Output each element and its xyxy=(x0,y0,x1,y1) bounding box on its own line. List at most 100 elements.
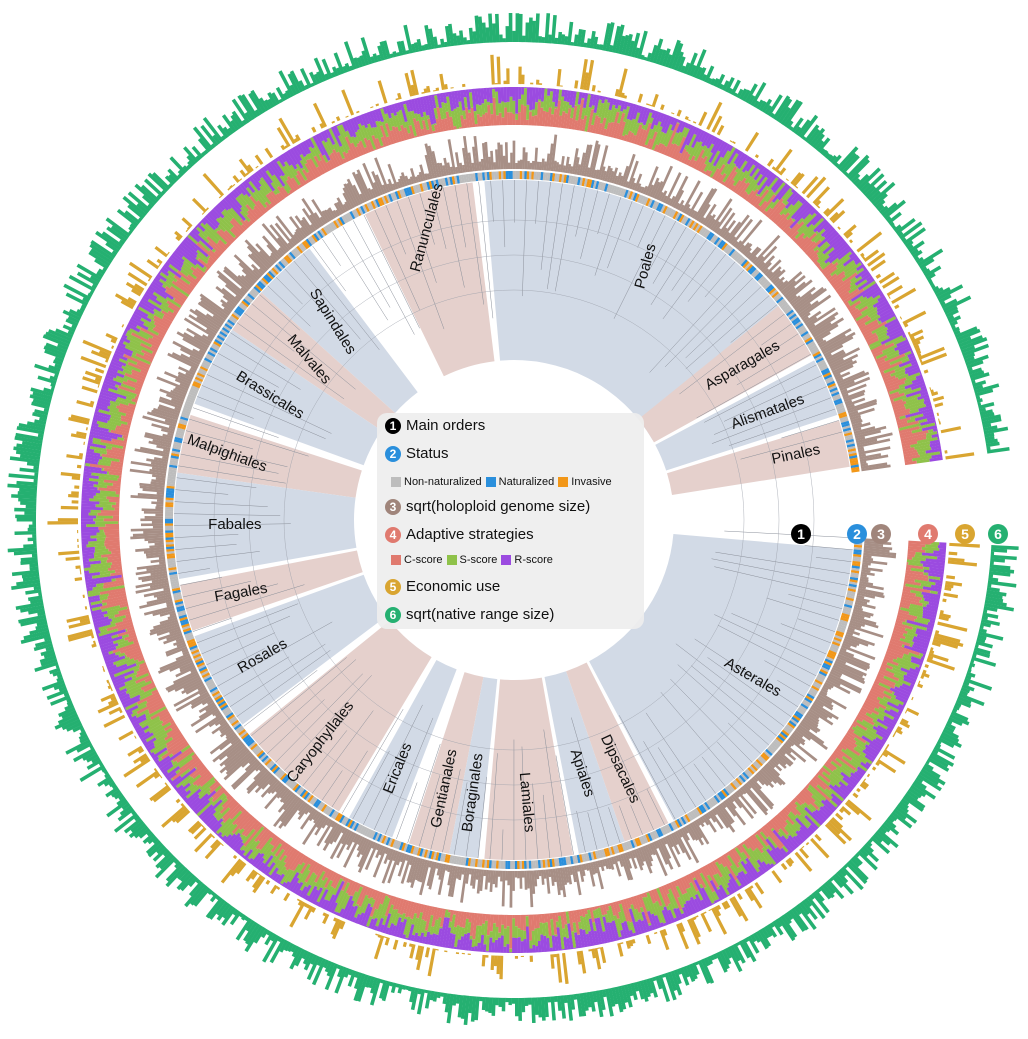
status-cell xyxy=(788,720,797,727)
status-cell xyxy=(798,326,807,334)
status-cell xyxy=(576,854,581,864)
status-cell xyxy=(227,319,236,326)
genome-bar xyxy=(151,520,164,524)
status-cell xyxy=(661,826,668,835)
c-score-bar xyxy=(753,832,758,836)
genome-bar xyxy=(399,175,406,188)
status-cell xyxy=(167,562,176,566)
economic-bar xyxy=(375,933,379,936)
c-score-bar xyxy=(797,792,811,806)
status-cell xyxy=(676,213,683,222)
order-sector xyxy=(484,677,574,860)
status-cell xyxy=(220,704,229,711)
genome-bar xyxy=(517,160,521,170)
genome-bar xyxy=(293,233,301,243)
status-cell xyxy=(233,723,242,731)
genome-bar xyxy=(687,823,699,841)
genome-bar xyxy=(823,683,832,690)
c-score-bar xyxy=(517,112,521,126)
status-cell xyxy=(238,728,246,736)
genome-bar xyxy=(150,481,165,486)
status-cell xyxy=(592,851,597,860)
status-cell xyxy=(822,372,832,378)
genome-bar xyxy=(666,835,674,848)
status-cell xyxy=(196,372,206,378)
status-cell xyxy=(173,594,182,599)
economic-bar xyxy=(490,955,495,971)
status-cell xyxy=(686,812,693,822)
r-score-bar xyxy=(910,659,923,666)
s-score-bar xyxy=(497,932,502,938)
status-cell xyxy=(339,216,346,225)
status-cell xyxy=(817,361,827,368)
status-cell xyxy=(578,854,583,863)
tree-branch xyxy=(251,657,347,737)
genome-bar xyxy=(158,556,166,560)
s-score-bar xyxy=(813,800,822,809)
r-score-bar xyxy=(925,558,946,564)
c-score-bar xyxy=(525,119,529,126)
status-cell xyxy=(337,217,344,227)
tree-branch xyxy=(685,286,762,359)
r-score-bar xyxy=(900,667,919,677)
genome-bar xyxy=(841,383,867,396)
r-score-bar xyxy=(872,738,884,748)
status-cell xyxy=(447,177,451,186)
status-cell xyxy=(569,855,574,865)
genome-bar xyxy=(333,202,343,216)
genome-bar xyxy=(602,170,607,181)
c-score-bar xyxy=(899,601,911,607)
c-score-bar xyxy=(766,822,774,830)
c-score-bar xyxy=(782,808,790,816)
status-cell xyxy=(209,686,218,693)
genome-bar xyxy=(356,835,364,846)
genome-bar xyxy=(839,376,871,392)
genome-bar xyxy=(721,801,727,809)
s-score-bar xyxy=(816,784,833,800)
economic-bar xyxy=(917,683,924,689)
genome-bar xyxy=(736,219,763,251)
status-cell xyxy=(594,850,600,860)
genome-bar xyxy=(678,828,700,864)
r-score-bar xyxy=(809,824,817,832)
status-cell xyxy=(174,598,183,603)
status-cell xyxy=(448,855,453,864)
status-cell xyxy=(538,171,542,181)
c-score-bar xyxy=(889,640,903,648)
genome-bar xyxy=(856,438,891,448)
status-cell xyxy=(183,629,192,635)
genome-bar xyxy=(167,614,177,620)
genome-bar xyxy=(212,738,242,763)
status-cell xyxy=(165,541,174,545)
status-cell xyxy=(199,668,208,674)
status-cell xyxy=(226,713,235,721)
c-score-bar xyxy=(715,858,722,865)
genome-bar xyxy=(387,851,401,884)
status-cell xyxy=(165,502,174,505)
status-cell xyxy=(303,791,311,800)
genome-bar xyxy=(676,829,683,838)
c-score-bar xyxy=(856,713,875,726)
c-score-bar xyxy=(900,598,923,607)
status-cell xyxy=(647,198,653,208)
genome-bar xyxy=(780,746,797,761)
status-cell xyxy=(592,180,598,189)
order-sector xyxy=(364,182,495,377)
status-cell xyxy=(439,853,444,862)
genome-bar xyxy=(417,859,426,882)
status-cell xyxy=(165,516,174,519)
status-cell xyxy=(724,786,732,795)
status-cell xyxy=(191,649,200,655)
r-score-bar xyxy=(804,814,819,830)
economic-bar xyxy=(181,217,193,228)
genome-bar xyxy=(241,268,257,283)
status-cell xyxy=(186,638,196,644)
r-score-bar xyxy=(786,850,791,856)
r-score-bar xyxy=(870,762,873,765)
c-score-bar xyxy=(780,809,795,826)
status-cell xyxy=(774,294,783,302)
economic-bar xyxy=(617,942,624,957)
economic-bar xyxy=(866,773,871,778)
genome-bar xyxy=(151,466,167,472)
tree-branch xyxy=(217,352,279,388)
